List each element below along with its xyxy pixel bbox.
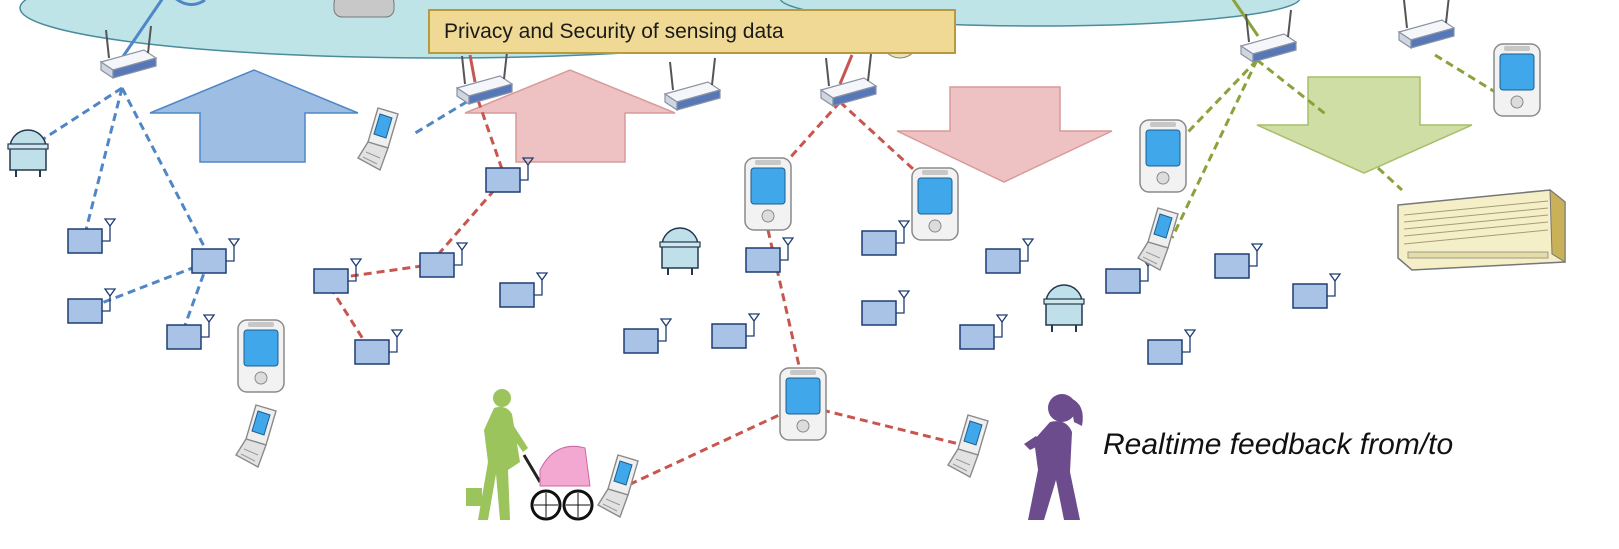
pda-icon (237, 319, 285, 393)
sensor-node-icon (711, 313, 760, 349)
uplink-line (120, 0, 164, 59)
pda-icon (779, 367, 827, 441)
sensor-node-icon (861, 220, 910, 256)
pda-icon (1493, 43, 1541, 117)
up-arrow-pink (464, 69, 676, 163)
red-link (329, 262, 437, 281)
dome-device-icon (1043, 284, 1085, 333)
uplink-line (468, 54, 477, 83)
router-icon (1240, 9, 1297, 63)
flip-phone-icon (357, 107, 399, 171)
sensor-node-icon (623, 318, 672, 354)
blue-link (33, 86, 123, 147)
sensor-node-icon (1214, 243, 1263, 279)
red-link (768, 100, 842, 182)
sensor-node-icon (1292, 273, 1341, 309)
router-icon (456, 51, 513, 105)
red-link (434, 179, 505, 258)
air-conditioner-icon (1397, 188, 1566, 271)
down-arrow-pink (896, 86, 1113, 183)
flip-phone-icon (597, 454, 639, 518)
router-icon (1398, 0, 1455, 49)
sensor-node-icon (1105, 258, 1154, 294)
cloud-uplink-icon (175, 0, 206, 6)
dome-device-icon (659, 227, 701, 276)
pda-icon (911, 167, 959, 241)
sensor-node-icon (485, 157, 534, 193)
sensor-node-icon (985, 238, 1034, 274)
green-link (1434, 53, 1501, 97)
red-link (623, 408, 791, 489)
down-arrow-green (1256, 76, 1473, 174)
sensor-node-icon (166, 314, 215, 350)
privacy-security-label: Privacy and Security of sensing data (428, 9, 956, 54)
sensor-node-icon (1147, 329, 1196, 365)
sensor-node-icon (861, 290, 910, 326)
sensor-node-icon (499, 272, 548, 308)
red-link (821, 408, 976, 450)
up-arrow-blue (149, 69, 359, 163)
sensor-node-icon (959, 314, 1008, 350)
sensor-node-icon (191, 238, 240, 274)
green-link (1256, 58, 1329, 118)
blue-link (84, 87, 124, 231)
flip-phone-icon (235, 404, 277, 468)
realtime-feedback-caption: Realtime feedback from/to (1103, 428, 1454, 461)
green-link (1376, 166, 1404, 192)
sensor-node-icon (67, 288, 116, 324)
privacy-security-label-text: Privacy and Security of sensing data (444, 19, 784, 43)
sensor-node-icon (419, 242, 468, 278)
pda-icon (1139, 119, 1187, 193)
blue-link (120, 87, 210, 255)
uplink-line (1231, 0, 1260, 37)
woman-on-phone-silhouette (1024, 394, 1083, 520)
sensor-node-icon (67, 218, 116, 254)
blue-link (182, 261, 210, 329)
pda-icon (744, 157, 792, 231)
flip-phone-icon (1137, 207, 1179, 271)
blue-link (85, 260, 209, 311)
woman-with-stroller-silhouette (466, 389, 594, 521)
router-icon (664, 57, 721, 111)
red-link (766, 229, 802, 371)
green-link (1170, 59, 1259, 239)
uplink-line (838, 54, 854, 85)
dome-device-icon (7, 129, 49, 178)
flip-phone-icon (947, 414, 989, 478)
server-icon (333, 0, 395, 18)
